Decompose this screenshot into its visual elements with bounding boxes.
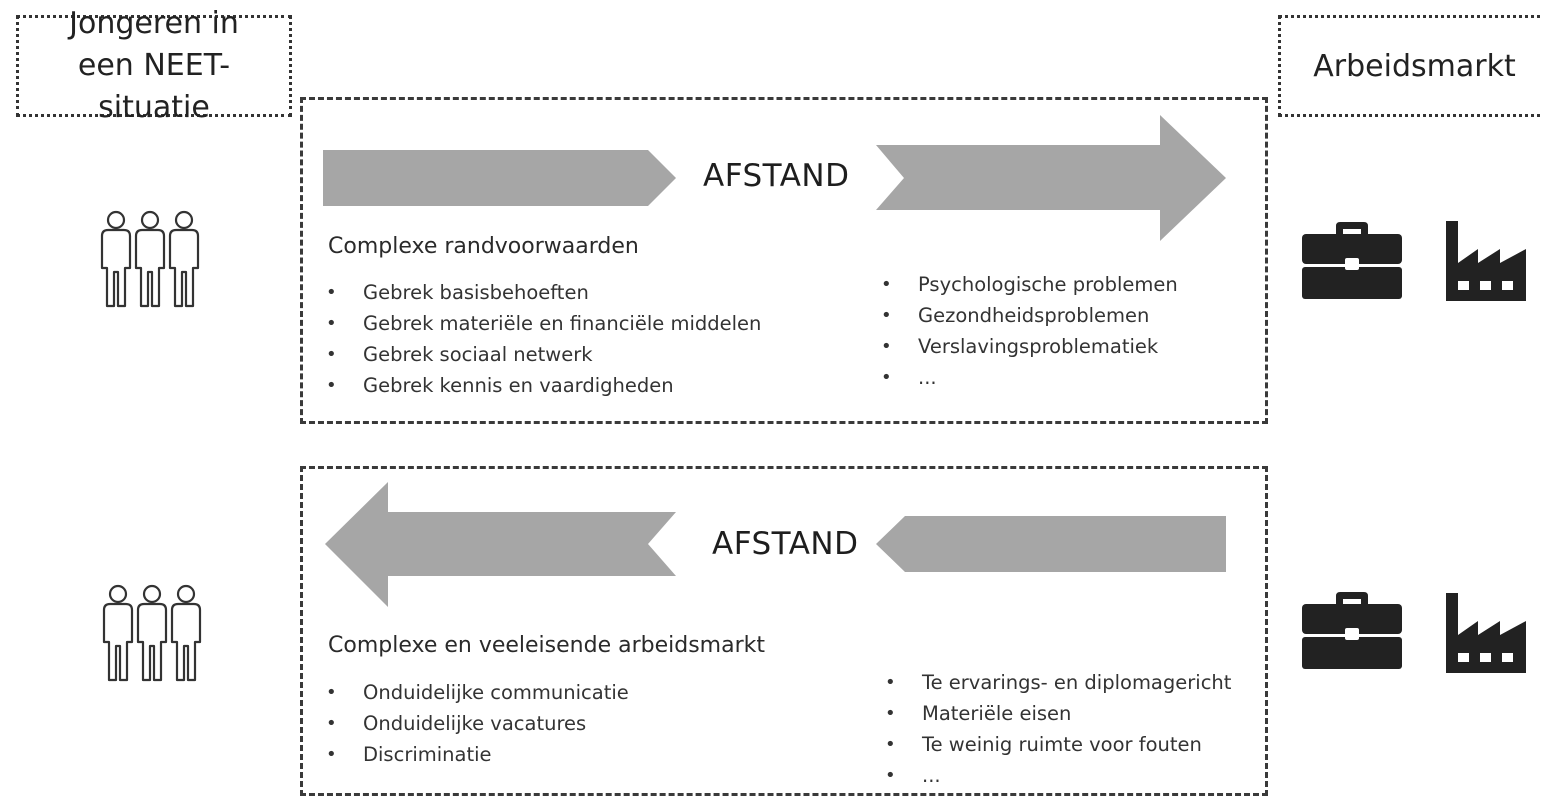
- briefcase-icon: [1302, 222, 1402, 299]
- youth-neet-label-text: Jongeren in een NEET-situatie: [69, 6, 239, 125]
- list-item: Onduidelijke vacatures: [326, 708, 629, 739]
- bottom-left-arrow: [325, 482, 676, 607]
- list-item: Gebrek sociaal netwerk: [326, 339, 761, 370]
- list-item: Verslavingsproblematiek: [881, 331, 1178, 362]
- bottom-distance-panel: [300, 466, 1268, 796]
- labor-market-label: Arbeidsmarkt: [1278, 15, 1543, 117]
- top-left-arrow: [323, 150, 676, 206]
- list-item: Onduidelijke communicatie: [326, 677, 629, 708]
- list-item: Gebrek kennis en vaardigheden: [326, 370, 761, 401]
- bottom-right-list: Te ervarings- en diplomagericht Materiël…: [885, 667, 1231, 791]
- factory-icon: [1446, 221, 1526, 301]
- people-group-icon: [102, 584, 202, 682]
- people-group-icon: [100, 210, 200, 308]
- list-item: Te weinig ruimte voor fouten: [885, 729, 1231, 760]
- bottom-right-arrow: [876, 516, 1226, 572]
- list-item: Gebrek materiële en financiële middelen: [326, 308, 761, 339]
- youth-neet-label: Jongeren in een NEET-situatie: [16, 6, 292, 125]
- list-item: ...: [881, 362, 1178, 393]
- labor-market-label-text: Arbeidsmarkt: [1313, 48, 1516, 84]
- list-item: ...: [885, 760, 1231, 791]
- bottom-left-list: Onduidelijke communicatie Onduidelijke v…: [326, 677, 629, 770]
- bottom-afstand-label: AFSTAND: [712, 526, 859, 562]
- list-item: Te ervarings- en diplomagericht: [885, 667, 1231, 698]
- bottom-heading: Complexe en veeleisende arbeidsmarkt: [328, 633, 765, 658]
- top-right-arrow: [876, 115, 1226, 241]
- list-item: Discriminatie: [326, 739, 629, 770]
- briefcase-icon: [1302, 592, 1402, 669]
- factory-icon: [1446, 593, 1526, 673]
- top-heading: Complexe randvoorwaarden: [328, 234, 639, 259]
- top-distance-panel: [300, 97, 1268, 424]
- top-left-list: Gebrek basisbehoeften Gebrek materiële e…: [326, 277, 761, 401]
- top-right-list: Psychologische problemen Gezondheidsprob…: [881, 269, 1178, 393]
- list-item: Gebrek basisbehoeften: [326, 277, 761, 308]
- list-item: Gezondheidsproblemen: [881, 300, 1178, 331]
- list-item: Psychologische problemen: [881, 269, 1178, 300]
- list-item: Materiële eisen: [885, 698, 1231, 729]
- top-afstand-label: AFSTAND: [703, 158, 850, 194]
